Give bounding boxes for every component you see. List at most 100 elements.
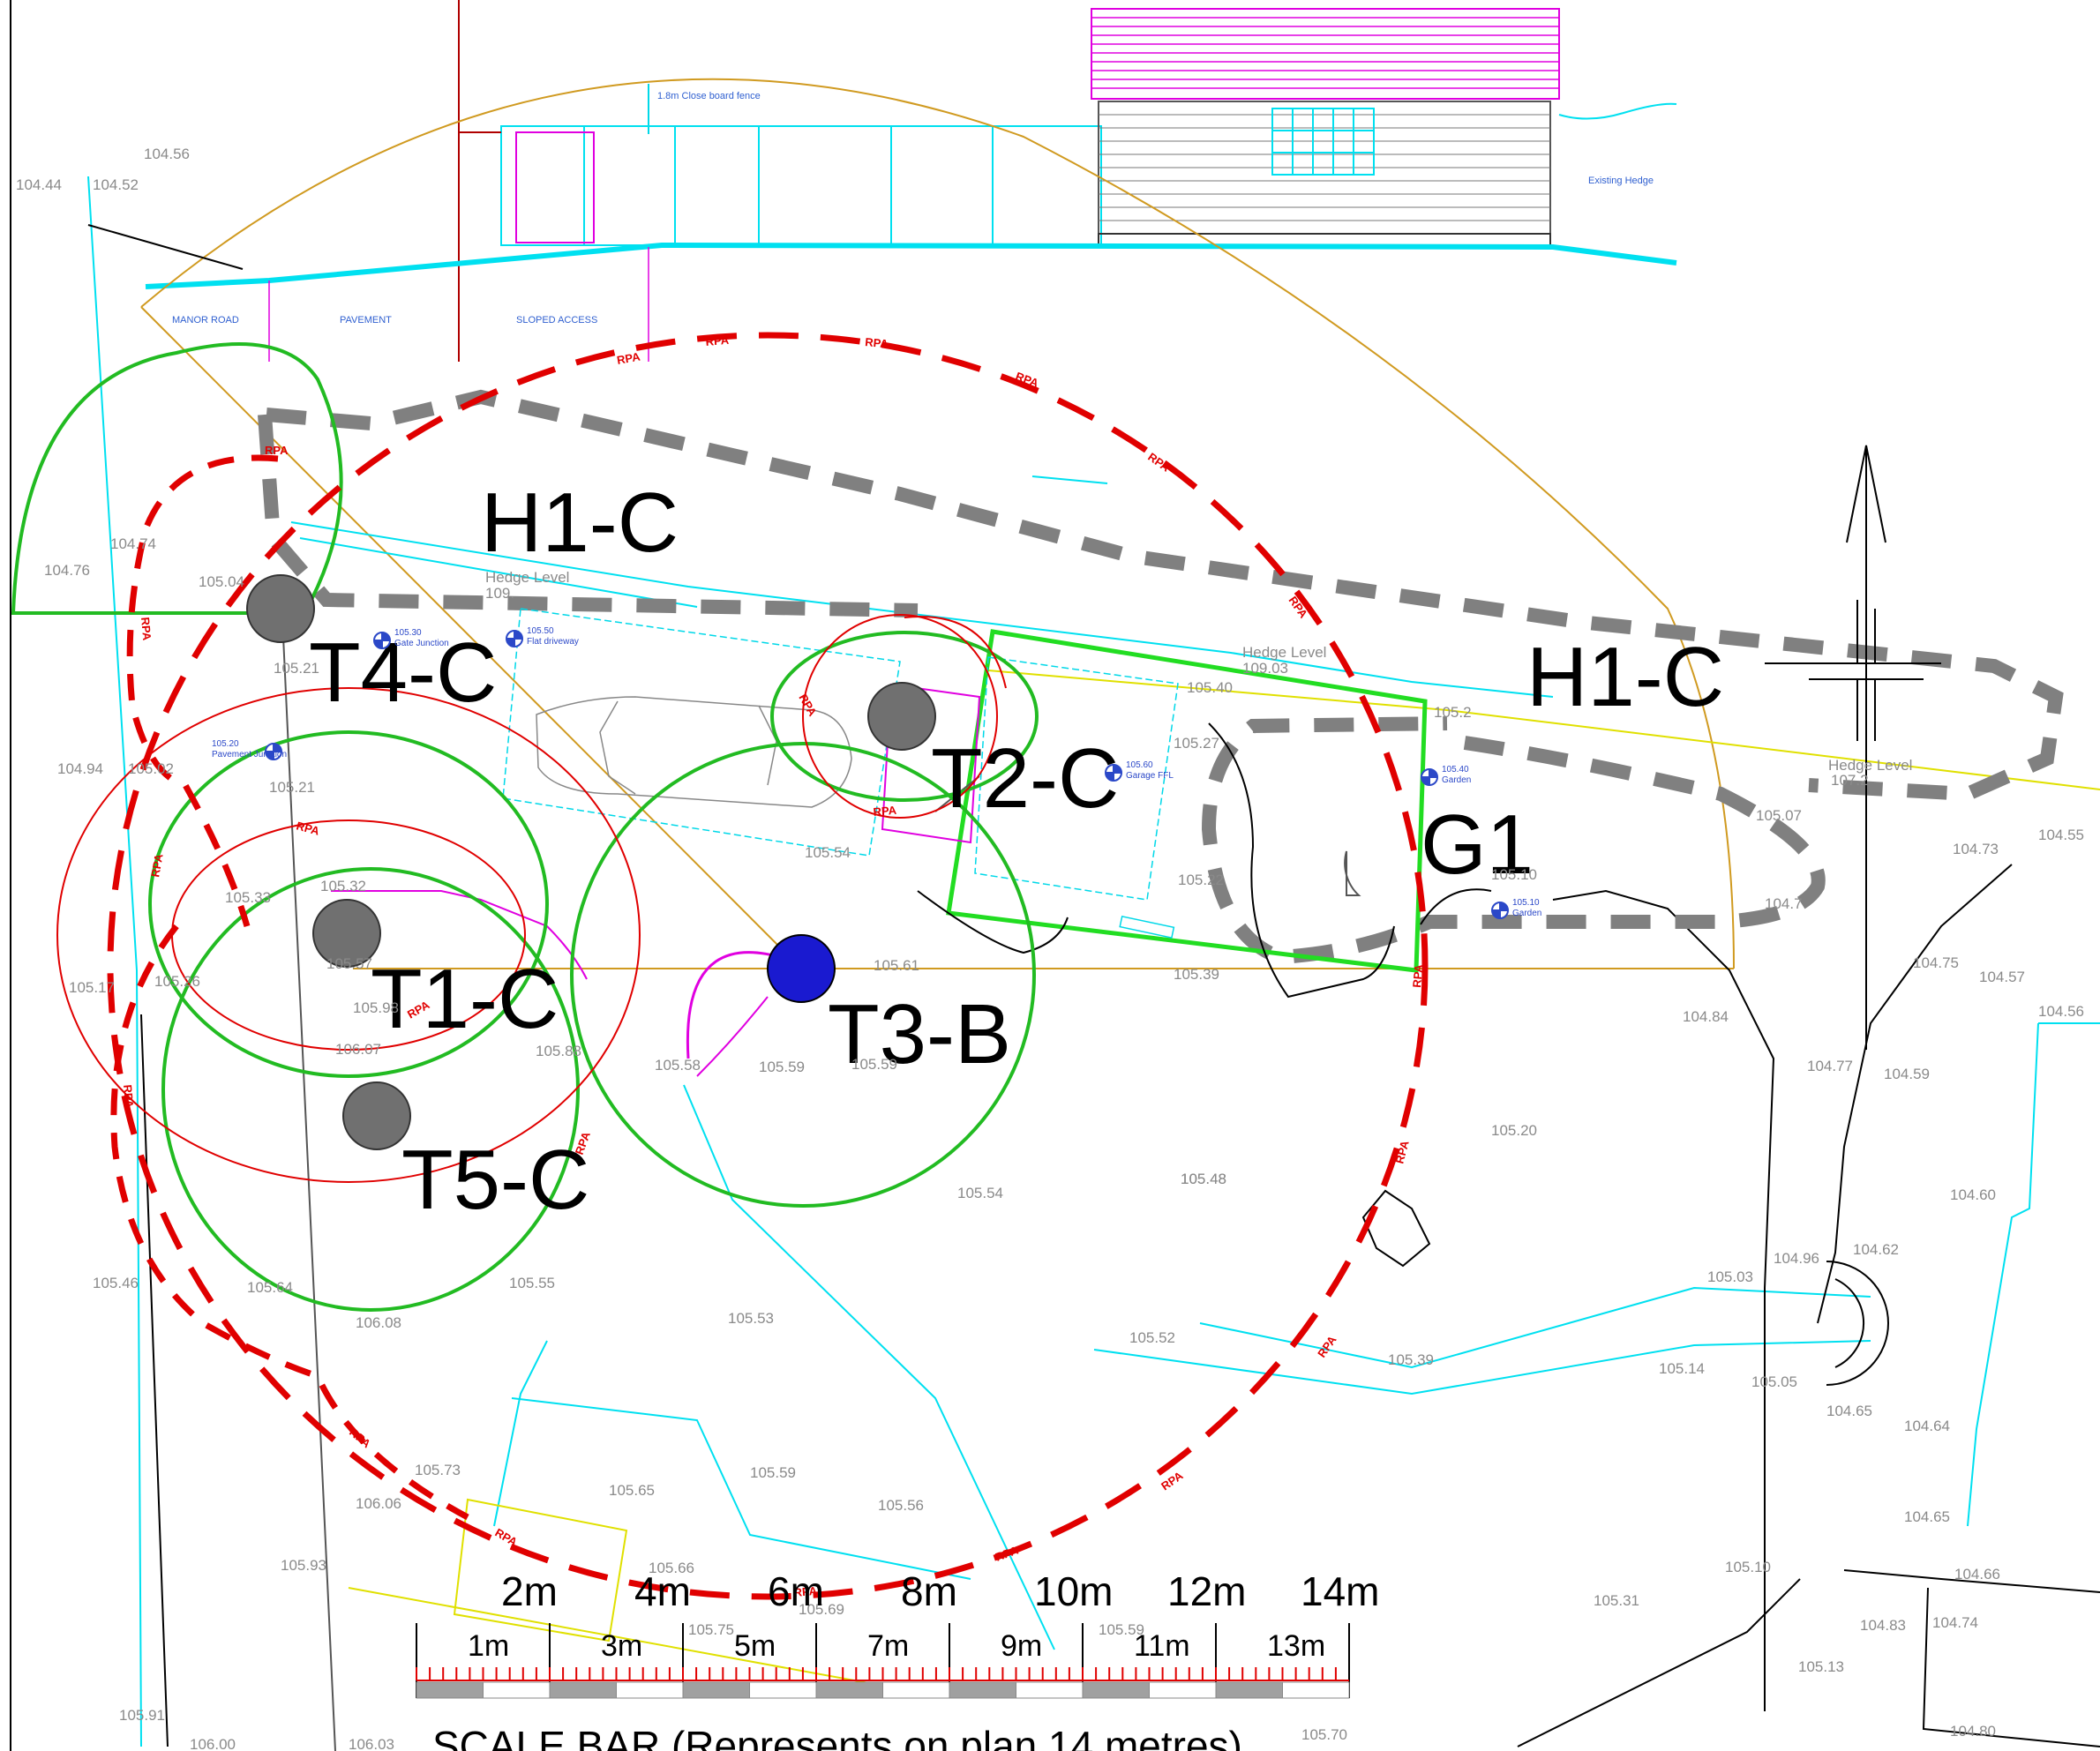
spot-level: 105.54 bbox=[805, 844, 851, 861]
spot-level: 105.57 bbox=[326, 955, 372, 972]
boundary-lines bbox=[87, 78, 2100, 1751]
marker-level: 105.20 bbox=[212, 739, 239, 749]
tree-label-t4: T4-C bbox=[309, 625, 497, 720]
scale-minor-label: 1m bbox=[468, 1629, 509, 1663]
spot-level: 105.58 bbox=[655, 1057, 701, 1074]
level-marker: 105.30 Gate Junction bbox=[373, 628, 449, 649]
spot-level: 106.00 bbox=[190, 1736, 236, 1751]
marker-level: 105.10 bbox=[1512, 898, 1540, 908]
hedge-level-value: 107.2 bbox=[1831, 772, 1869, 789]
road-label-sloped: SLOPED ACCESS bbox=[516, 315, 597, 326]
rpa-label: RPA bbox=[1315, 1333, 1339, 1360]
spot-level: 104.57 bbox=[1979, 969, 2025, 985]
hedge-level-value: 109.03 bbox=[1242, 660, 1288, 677]
spot-level: 104.65 bbox=[1826, 1403, 1872, 1419]
hedge-level-value: 109. bbox=[485, 585, 514, 602]
spot-level: 104.64 bbox=[1904, 1418, 1950, 1434]
fence-label: 1.8m Close board fence bbox=[657, 91, 761, 101]
rpa-zones bbox=[56, 332, 1429, 1600]
rpa-label: RPA bbox=[121, 1084, 136, 1109]
scale-major-label: 10m bbox=[1034, 1568, 1113, 1614]
tree-stem-t1 bbox=[312, 899, 381, 968]
gate bbox=[515, 131, 595, 243]
rpa-label: RPA bbox=[1145, 450, 1173, 475]
spot-level: 105.17 bbox=[69, 979, 115, 996]
scale-segment bbox=[1082, 1681, 1150, 1699]
marker-desc: Pavement Junction bbox=[212, 750, 287, 760]
scale-segment bbox=[749, 1681, 817, 1699]
road-label-pavement: PAVEMENT bbox=[340, 315, 392, 326]
spot-level: 105.69 bbox=[799, 1601, 844, 1618]
spot-level: 104.55 bbox=[2038, 827, 2084, 843]
hedge-elevation-label: Existing Hedge bbox=[1588, 176, 1654, 186]
hedge-h1 bbox=[258, 389, 2064, 965]
spot-level: 105.52 bbox=[1129, 1329, 1175, 1346]
spot-level: 105.59 bbox=[750, 1464, 796, 1481]
rpa-label: RPA bbox=[295, 819, 321, 838]
scale-segment bbox=[1215, 1681, 1283, 1699]
scale-segment bbox=[416, 1681, 484, 1699]
spot-level: 105.04 bbox=[199, 573, 244, 590]
tree-stems bbox=[246, 574, 936, 1150]
marker-desc: Garage FFL bbox=[1126, 771, 1174, 781]
spot-level: 106.08 bbox=[356, 1314, 401, 1331]
spot-level: 105.91 bbox=[119, 1707, 165, 1724]
level-marker: 105.60 Garage FFL bbox=[1105, 760, 1174, 782]
scale-major-label: 12m bbox=[1167, 1568, 1246, 1614]
spot-level: 104.59 bbox=[1884, 1066, 1930, 1082]
marker-desc: Gate Junction bbox=[394, 639, 449, 648]
spot-level: 104.73 bbox=[1953, 841, 1999, 857]
spot-level: 105.75 bbox=[688, 1621, 734, 1638]
spot-level: 104.66 bbox=[1954, 1566, 2000, 1583]
spot-level: 105.59 bbox=[1099, 1621, 1144, 1638]
tree-stem-t4 bbox=[246, 574, 315, 643]
spot-level: 104.96 bbox=[1774, 1250, 1819, 1267]
spot-level: 105.93 bbox=[281, 1557, 326, 1574]
scale-segment bbox=[882, 1681, 950, 1699]
spot-level: 104.83 bbox=[1860, 1617, 1906, 1634]
spot-level: 105.2 bbox=[1434, 704, 1472, 721]
ground-line bbox=[145, 242, 1677, 289]
marker-level: 105.60 bbox=[1126, 760, 1153, 770]
spot-level: 105.27 bbox=[1174, 735, 1219, 752]
hedge-level-label: Hedge Level bbox=[1828, 757, 1912, 774]
spot-level: 104.76 bbox=[44, 562, 90, 579]
scale-major-label: 2m bbox=[501, 1568, 558, 1614]
marker-desc: Garden bbox=[1442, 775, 1471, 785]
rpa-label: RPA bbox=[265, 444, 289, 457]
garage-window bbox=[1271, 108, 1375, 176]
rpa-label: RPA bbox=[793, 1584, 818, 1599]
rpa-label: RPA bbox=[873, 804, 897, 819]
spot-level: 104.44 bbox=[16, 176, 62, 193]
rpa-label: RPA bbox=[994, 1543, 1021, 1563]
canopy-spreads bbox=[11, 342, 1039, 1312]
scale-minor-label: 13m bbox=[1267, 1629, 1325, 1663]
rpa-label: RPA bbox=[148, 852, 165, 878]
spot-level: 105.02 bbox=[128, 760, 174, 777]
spot-level: 105.39 bbox=[1388, 1351, 1434, 1368]
rpa-label: RPA bbox=[796, 692, 820, 719]
spot-level: 106.07 bbox=[335, 1041, 381, 1058]
spot-level: 105.40 bbox=[1187, 679, 1233, 696]
scale-minor-label: 11m bbox=[1134, 1629, 1190, 1663]
scale-segment bbox=[549, 1681, 617, 1699]
rpa-label: RPA bbox=[865, 335, 889, 350]
garage-plan bbox=[502, 608, 1889, 1386]
marker-desc: Flat driveway bbox=[527, 637, 579, 647]
scale-segment bbox=[1016, 1681, 1084, 1699]
scale-segment bbox=[483, 1681, 551, 1699]
spot-level: 105.88 bbox=[536, 1043, 581, 1059]
rpa-label: RPA bbox=[139, 617, 154, 641]
rpa-label: RPA bbox=[616, 349, 641, 366]
scale-minor-label: 7m bbox=[867, 1629, 909, 1663]
tree-labels: T4-C T1-C T5-C T2-C T3-B G1 H1-C H1-C bbox=[309, 475, 1724, 1227]
scale-segment bbox=[949, 1681, 1016, 1699]
spot-level: 105.39 bbox=[1174, 966, 1219, 983]
spot-level: 105.73 bbox=[415, 1462, 461, 1478]
garage-elevation bbox=[1091, 8, 1677, 248]
scale-segment bbox=[616, 1681, 684, 1699]
spot-level: 105.32 bbox=[320, 878, 366, 894]
spot-level: 104.65 bbox=[1904, 1508, 1950, 1525]
